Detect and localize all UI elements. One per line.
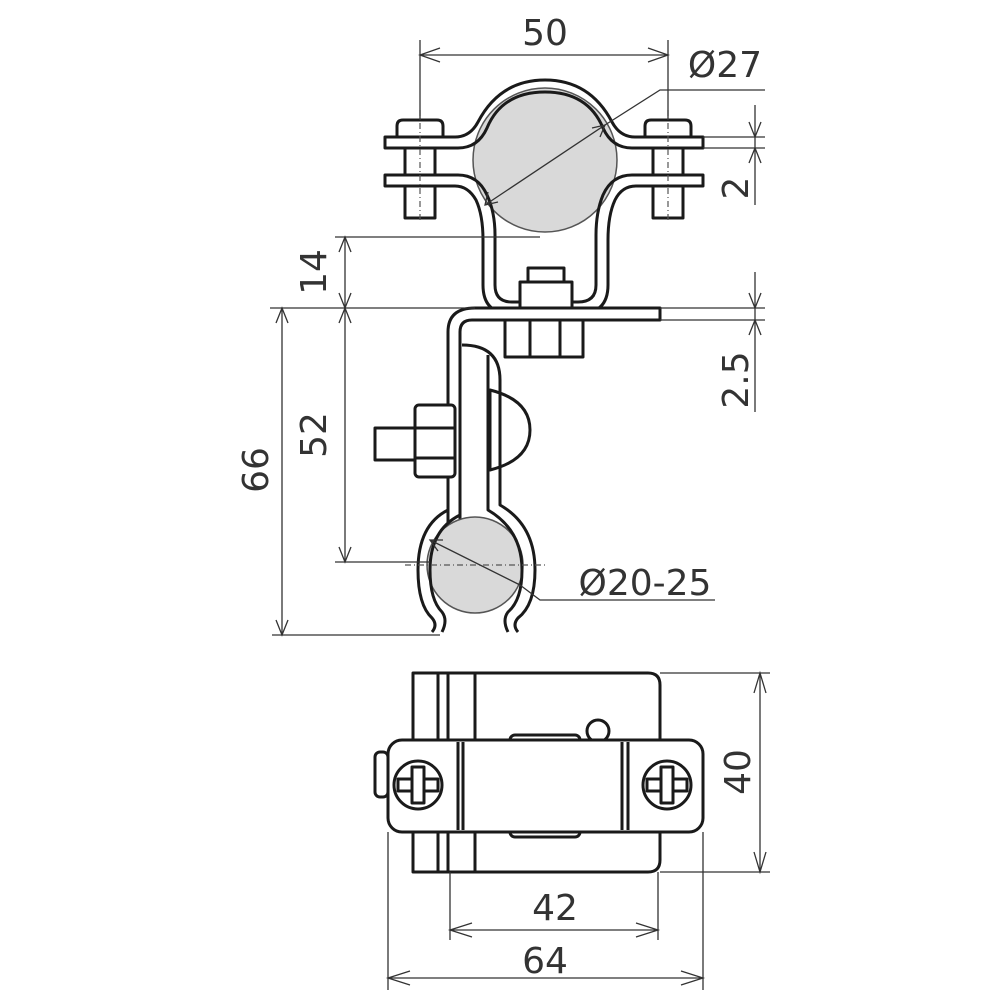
bolt-stud <box>526 266 566 284</box>
dim-diameter-20-25: Ø20-25 <box>579 563 712 604</box>
clamp-bolt-right <box>643 110 693 222</box>
angle-bracket <box>446 306 662 602</box>
dim-52: 52 <box>294 412 335 458</box>
side-bolt-end <box>373 750 390 799</box>
dim-2: 2 <box>716 177 757 200</box>
clamp-band-lower <box>383 173 705 316</box>
dim-66: 66 <box>236 447 277 493</box>
nut-top <box>518 280 574 310</box>
side-bolt-stud <box>373 426 422 462</box>
dim-40: 40 <box>718 749 759 795</box>
dim-2-5: 2.5 <box>716 351 757 408</box>
dimensions-side: 50 Ø27 2 14 2.5 52 66 <box>236 13 765 637</box>
dim-50: 50 <box>522 13 568 54</box>
side-bolt-nut <box>413 403 457 479</box>
dim-diameter-27: Ø27 <box>688 45 762 86</box>
clamp-bolt-left <box>395 110 445 222</box>
spring-clip <box>416 343 537 633</box>
dim-14: 14 <box>294 249 335 295</box>
dim-64: 64 <box>522 941 568 982</box>
dimensions-top: 40 42 64 <box>385 670 770 990</box>
dim-42: 42 <box>532 888 578 929</box>
side-view <box>373 78 705 633</box>
top-view <box>373 671 705 874</box>
dome-washer <box>488 388 532 472</box>
nut-under-plate <box>503 318 585 359</box>
pipe-top <box>472 87 618 233</box>
screw-left <box>392 759 444 811</box>
screw-right <box>641 759 693 811</box>
